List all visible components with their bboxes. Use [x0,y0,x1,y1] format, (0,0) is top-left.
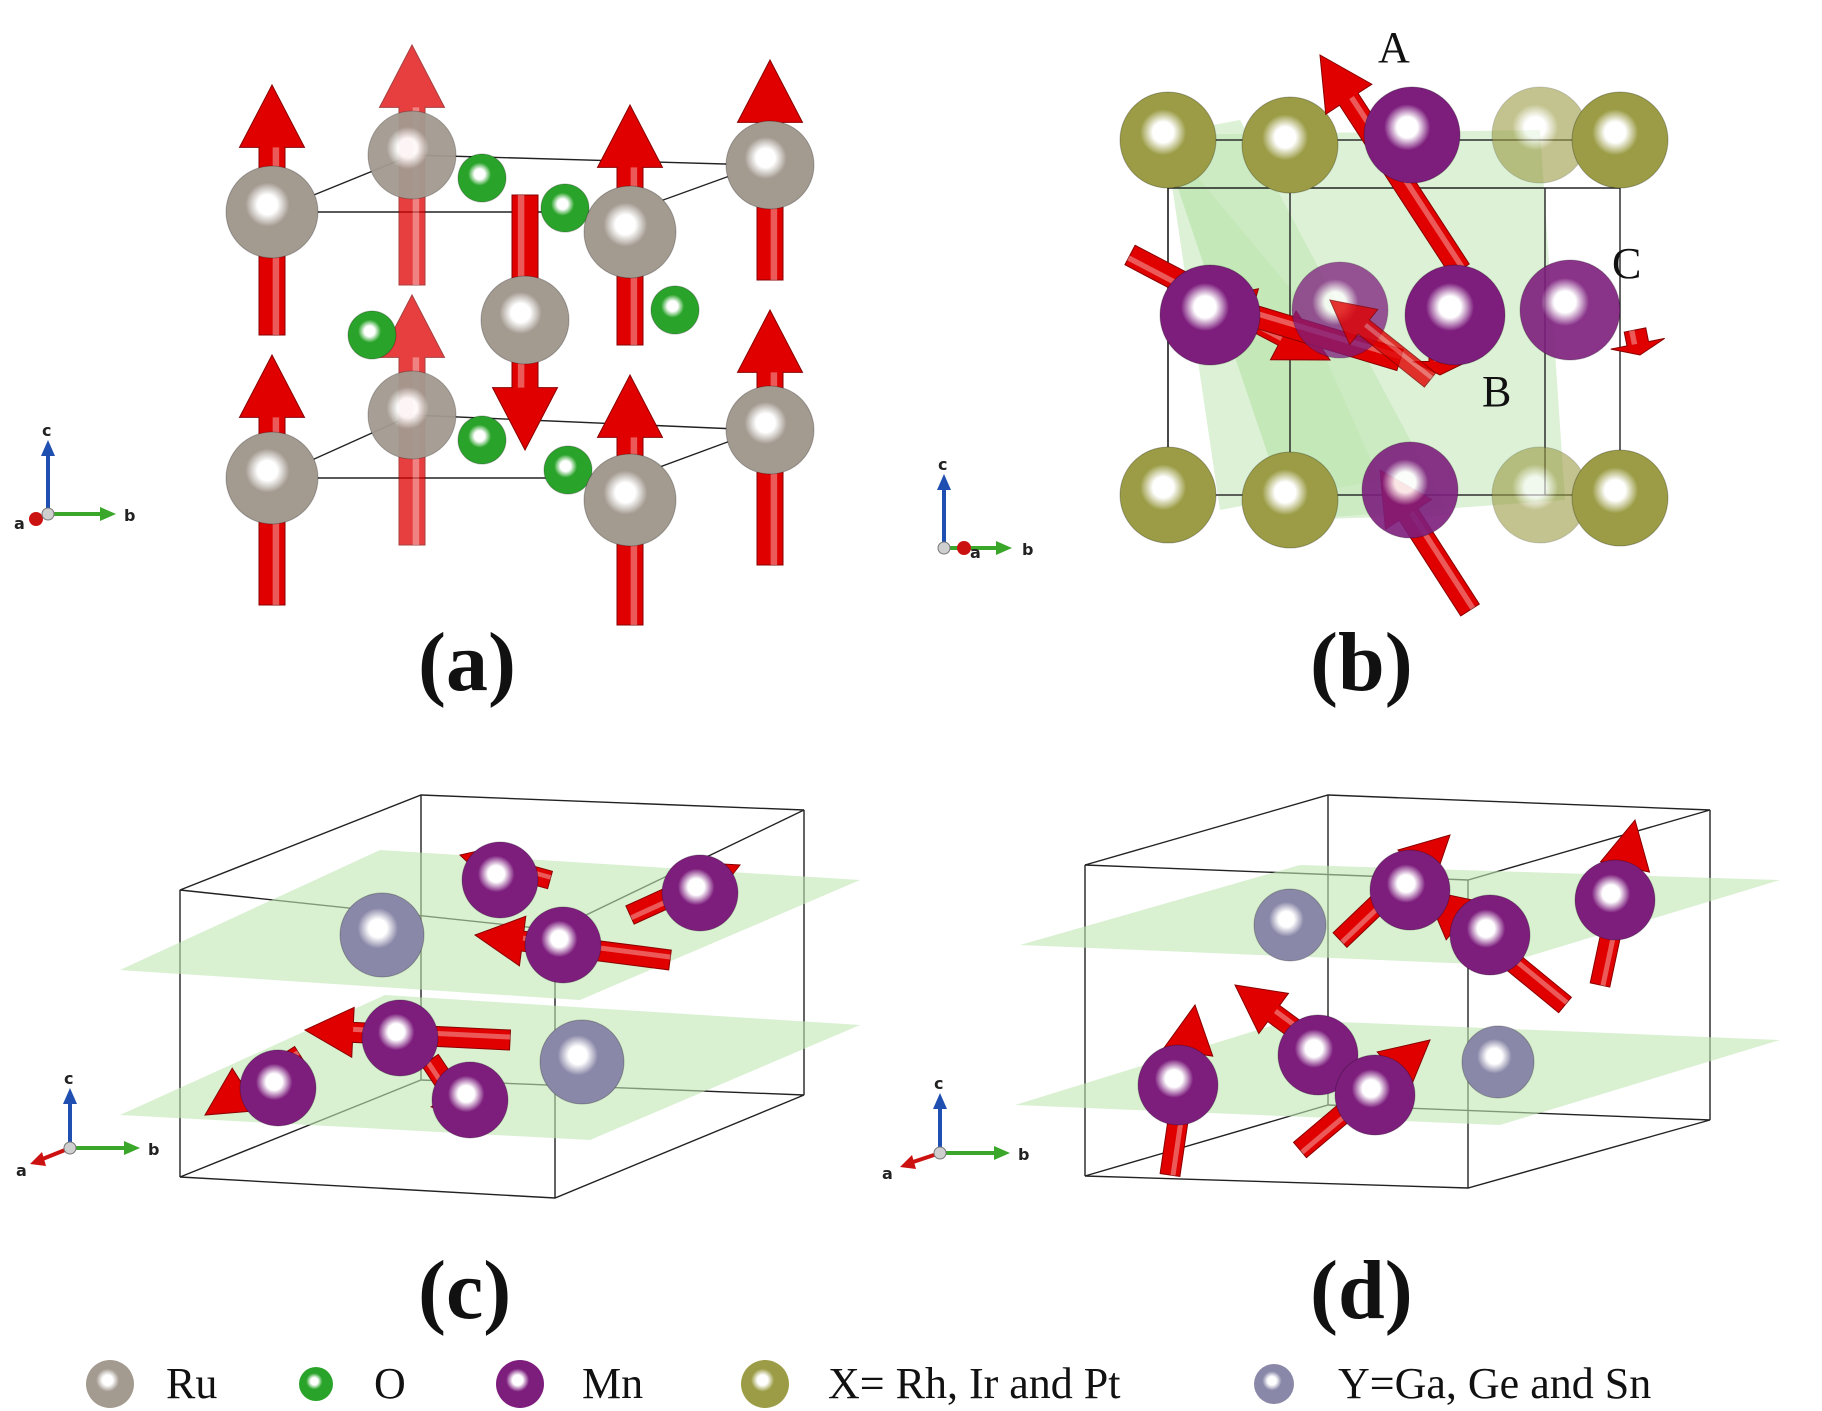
site-label-c: C [1612,239,1641,288]
o-atom [457,153,507,203]
o-atom [457,415,507,465]
y-atom [1461,1025,1535,1099]
ru-atom [367,110,457,200]
axis-label-c: c [64,1069,73,1088]
panel-d: c b a (d) [882,794,1780,1337]
mn-atom [1519,259,1621,361]
legend-label-o: O [374,1359,406,1408]
panel-a: c b a (a) [14,43,815,709]
axis-triad-b: c b a [937,455,1033,562]
panel-label-d: (d) [1310,1244,1413,1337]
axis-label-b: b [124,506,135,525]
legend-item-y: Y=Ga, Ge and Sn [1254,1359,1651,1408]
legend-item-x: X= Rh, Ir and Pt [741,1359,1120,1408]
ru-atom [367,370,457,460]
spin-arrow [1329,299,1437,388]
axis-label-a: a [970,543,981,562]
ru-atom [480,275,570,365]
mn-atom [361,999,439,1077]
ru-atom [725,120,815,210]
ru-atom [225,431,319,525]
o-atom [540,183,590,233]
legend-item-mn: Mn [496,1359,643,1408]
mn-atom [1334,1054,1416,1136]
axis-label-b: b [1018,1145,1029,1164]
axis-label-b: b [148,1140,159,1159]
panel-label-b: (b) [1310,616,1413,709]
axis-label-a: a [14,514,25,533]
panel-b: c b a A B C (b) [937,23,1669,709]
ru-atom [225,165,319,259]
mn-atom [1449,894,1531,976]
mn-atom [431,1061,509,1139]
mn-atom [1363,86,1461,184]
axis-label-b: b [1022,540,1033,559]
axis-label-c: c [42,421,51,440]
axis-triad-d: c b a [882,1074,1029,1183]
y-atom [539,1019,625,1105]
x-atom [1571,449,1669,547]
y-atom-icon [1254,1364,1294,1404]
ru-atom [725,385,815,475]
legend-label-x: X= Rh, Ir and Pt [828,1359,1120,1408]
o-atom [347,310,397,360]
x-atom [1571,91,1669,189]
legend-label-mn: Mn [582,1359,643,1408]
panel-c: c b a (c) [16,794,860,1337]
spin-arrow [1610,327,1665,356]
site-label-a: A [1378,23,1410,72]
y-atom [1253,888,1327,962]
o-atom [650,285,700,335]
y-atom [339,892,425,978]
legend-label-y: Y=Ga, Ge and Sn [1338,1359,1651,1408]
legend-item-ru: Ru [86,1359,217,1408]
mn-atom [1574,859,1656,941]
ru-atom [583,453,677,547]
x-atom [1241,96,1339,194]
x-atom [1119,446,1217,544]
axis-label-c: c [938,455,947,474]
x-atom [1241,451,1339,549]
mn-atom [239,1049,317,1127]
mn-atom [1361,441,1459,539]
mn-atom [1277,1014,1359,1096]
site-label-b: B [1482,367,1511,416]
ru-atom [583,185,677,279]
x-atom [1119,91,1217,189]
o-atom-icon [299,1367,333,1401]
mn-atom [1159,264,1261,366]
axis-label-a: a [16,1161,27,1180]
axis-triad-c: c b a [16,1069,159,1180]
ru-atom-icon [86,1360,134,1408]
axis-label-a: a [882,1164,893,1183]
mn-atom [1137,1044,1219,1126]
mn-atom [1369,849,1451,931]
mn-atom [1404,264,1506,366]
axis-triad-a: c b a [14,421,135,533]
legend: Ru O Mn X= Rh, Ir and Pt Y=Ga, Ge and Sn [86,1359,1651,1408]
axis-label-c: c [934,1074,943,1093]
legend-label-ru: Ru [166,1359,217,1408]
panel-label-c: (c) [418,1244,511,1337]
x-atom-icon [741,1360,789,1408]
mn-atom [661,854,739,932]
mn-atom-icon [496,1360,544,1408]
legend-item-o: O [299,1359,406,1408]
panel-label-a: (a) [418,616,516,709]
mn-atom [461,841,539,919]
o-atom [543,445,593,495]
mn-atom [524,906,602,984]
